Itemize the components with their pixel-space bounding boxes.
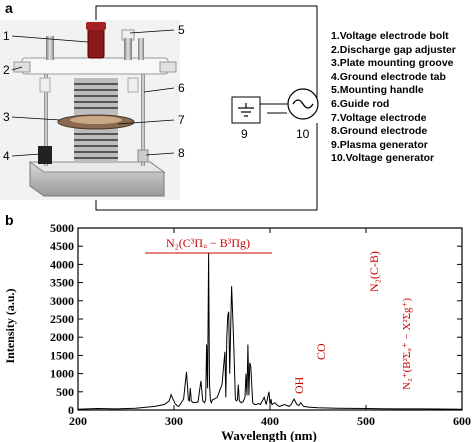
y-tick-label: 2000 bbox=[50, 330, 74, 344]
plasma-generator-symbol bbox=[231, 96, 261, 124]
y-axis-label: Intensity (a.u.) bbox=[3, 288, 17, 363]
y-tick-label: 4000 bbox=[50, 257, 74, 271]
n2-plus-annotation: N₂⁺(B²Σᵤ⁺ − X²Σg⁺) bbox=[401, 298, 413, 390]
x-tick-label: 400 bbox=[261, 414, 279, 428]
y-tick-label: 5000 bbox=[50, 221, 74, 235]
callout-lines bbox=[11, 29, 175, 157]
ac-voltage-source-symbol bbox=[260, 88, 319, 120]
legend-item: 8.Ground electrode bbox=[331, 125, 428, 138]
callout-3: 3 bbox=[3, 110, 10, 124]
n2-cb-annotation: N₂(C-B) bbox=[367, 251, 381, 292]
callout-4: 4 bbox=[3, 149, 10, 163]
x-tick-label: 300 bbox=[165, 414, 183, 428]
x-tick-label: 600 bbox=[453, 414, 471, 428]
y-tick-label: 4500 bbox=[50, 239, 74, 253]
legend-item: 5.Mounting handle bbox=[331, 84, 424, 97]
legend-item: 7.Voltage electrode bbox=[331, 111, 427, 124]
voltage-generator-tag: 10 bbox=[296, 127, 310, 141]
legend-item: 4.Ground electrode tab bbox=[331, 70, 446, 83]
y-tick-label: 1000 bbox=[50, 367, 74, 381]
y-tick-label: 2500 bbox=[50, 312, 74, 326]
panel-b-label: b bbox=[5, 212, 14, 228]
panel-a-label: a bbox=[5, 0, 13, 16]
y-tick-label: 0 bbox=[68, 403, 74, 417]
y-tick-label: 500 bbox=[56, 385, 74, 399]
callout-7: 7 bbox=[178, 113, 185, 127]
callout-1: 1 bbox=[3, 29, 10, 43]
legend-item: 10.Voltage generator bbox=[331, 152, 435, 165]
y-tick-label: 1500 bbox=[50, 348, 74, 362]
x-axis-ticks: 200 300 400 500 600 bbox=[69, 228, 471, 428]
legend-item: 3.Plate mounting groove bbox=[331, 57, 454, 70]
legend-item: 9.Plasma generator bbox=[331, 138, 428, 151]
x-axis-label: Wavelength (nm) bbox=[221, 428, 317, 442]
spectrum-line bbox=[77, 253, 463, 410]
y-tick-label: 3000 bbox=[50, 294, 74, 308]
x-tick-label: 200 bbox=[69, 414, 87, 428]
oh-annotation: OH bbox=[292, 376, 306, 394]
band-system-annotation: N₂(C³Πᵤ − B³Πg) bbox=[166, 236, 250, 250]
x-tick-label: 500 bbox=[357, 414, 375, 428]
callout-8: 8 bbox=[178, 146, 185, 160]
co-annotation: CO bbox=[314, 343, 328, 360]
callout-2: 2 bbox=[3, 63, 10, 77]
apparatus-photo bbox=[0, 20, 180, 200]
plasma-generator-tag: 9 bbox=[241, 127, 248, 141]
component-legend: 1.Voltage electrode bolt 2.Discharge gap… bbox=[331, 30, 456, 166]
legend-item: 6.Guide rod bbox=[331, 97, 390, 110]
y-axis-ticks: 0 500 1000 1500 2000 2500 3000 3500 4000 4500 5000 bbox=[50, 221, 462, 417]
callout-6: 6 bbox=[178, 81, 185, 95]
y-tick-label: 3500 bbox=[50, 276, 74, 290]
legend-item: 2.Discharge gap adjuster bbox=[331, 43, 456, 56]
apparatus-diagram: 9 10 bbox=[0, 5, 319, 211]
callout-5: 5 bbox=[178, 23, 185, 37]
legend-item: 1.Voltage electrode bolt bbox=[331, 30, 449, 42]
